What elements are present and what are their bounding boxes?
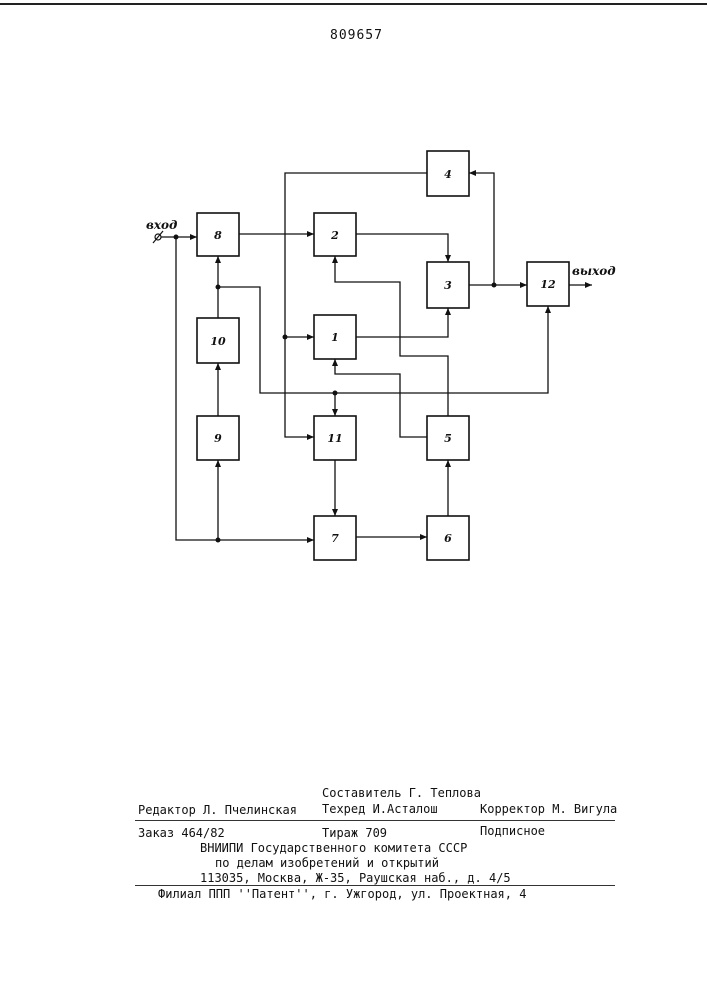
org-line-2: по делам изобретений и открытий bbox=[215, 856, 439, 870]
divider-line-2 bbox=[135, 885, 615, 886]
block-12: 12 bbox=[527, 262, 569, 306]
block-9: 9 bbox=[197, 416, 239, 460]
block-6-label: 6 bbox=[444, 532, 452, 545]
org-line-1: ВНИИПИ Государственного комитета СССР bbox=[200, 841, 467, 855]
block-10: 10 bbox=[197, 318, 239, 363]
block-10-label: 10 bbox=[210, 335, 226, 348]
block-5: 5 bbox=[427, 416, 469, 460]
block-4: 4 bbox=[427, 151, 469, 196]
block-4-label: 4 bbox=[444, 168, 452, 181]
block-11-label: 11 bbox=[327, 432, 342, 445]
block-6: 6 bbox=[427, 516, 469, 560]
block-3-label: 3 bbox=[444, 279, 452, 292]
address-line: 113035, Москва, Ж-35, Раушская наб., д. … bbox=[200, 871, 511, 885]
block-diagram: 8 2 4 3 12 10 1 9 11 5 7 6 вход выход bbox=[0, 0, 707, 620]
block-3: 3 bbox=[427, 262, 469, 308]
block-8: 8 bbox=[197, 213, 239, 256]
circulation-line: Тираж 709 bbox=[322, 826, 387, 840]
block-1-label: 1 bbox=[331, 331, 339, 344]
order-line: Заказ 464/82 bbox=[138, 826, 225, 840]
block-8-label: 8 bbox=[214, 229, 222, 242]
block-9-label: 9 bbox=[214, 432, 222, 445]
block-11: 11 bbox=[314, 416, 356, 460]
block-5-label: 5 bbox=[444, 432, 452, 445]
block-2: 2 bbox=[314, 213, 356, 256]
block-7-label: 7 bbox=[331, 532, 339, 545]
output-label: выход bbox=[572, 264, 616, 278]
input-label: вход bbox=[146, 218, 177, 232]
editor-line: Редактор Л. Пчелинская bbox=[138, 803, 297, 817]
techred-line: Техред И.Асталош bbox=[322, 802, 438, 816]
block-2-label: 2 bbox=[330, 229, 339, 242]
divider-line-1 bbox=[135, 820, 615, 821]
branch-line: Филиал ППП ''Патент'', г. Ужгород, ул. П… bbox=[158, 887, 526, 901]
compiler-line: Составитель Г. Теплова bbox=[322, 786, 481, 800]
block-1: 1 bbox=[314, 315, 356, 359]
block-12-label: 12 bbox=[540, 278, 556, 291]
subscription-line: Подписное bbox=[480, 824, 545, 838]
block-7: 7 bbox=[314, 516, 356, 560]
corrector-line: Корректор М. Вигула bbox=[480, 802, 617, 816]
